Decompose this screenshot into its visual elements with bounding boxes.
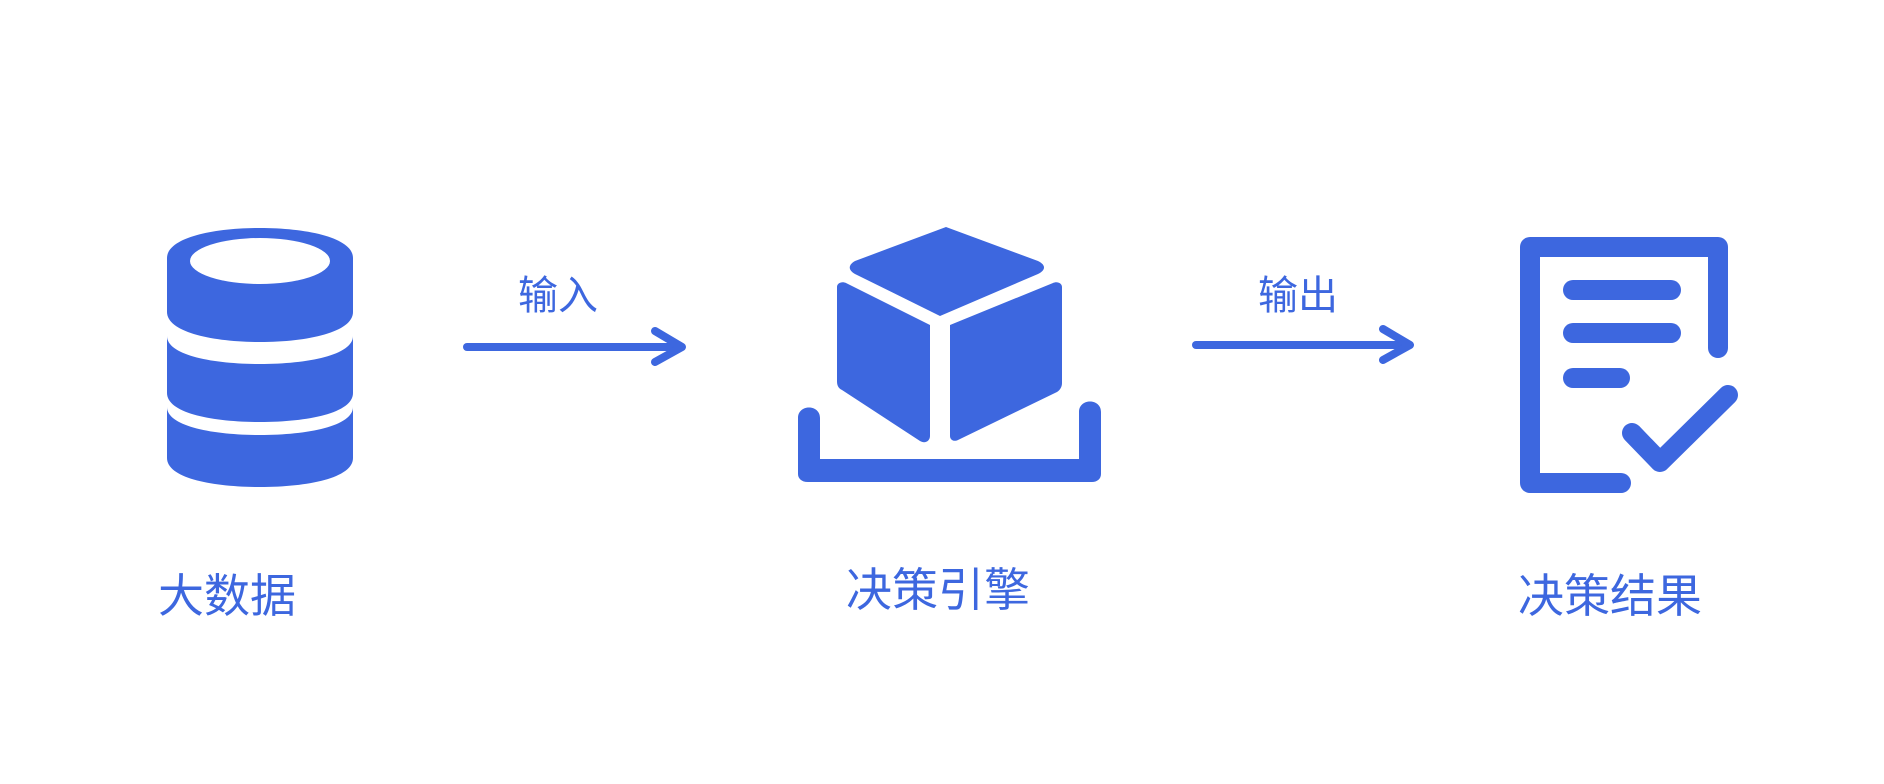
- arrow-right-icon: [1192, 325, 1414, 364]
- node-label-engine: 决策引擎: [846, 563, 1030, 617]
- edge-label-output: 输出: [1258, 273, 1338, 319]
- edge-label-input: 输入: [518, 273, 598, 319]
- arrow-right-icon: [463, 327, 686, 366]
- node-label-bigdata: 大数据: [158, 569, 296, 623]
- document-check-icon: [1520, 237, 1738, 493]
- node-label-result: 决策结果: [1518, 569, 1702, 623]
- box-tray-icon: [798, 227, 1101, 482]
- database-icon: [167, 228, 353, 487]
